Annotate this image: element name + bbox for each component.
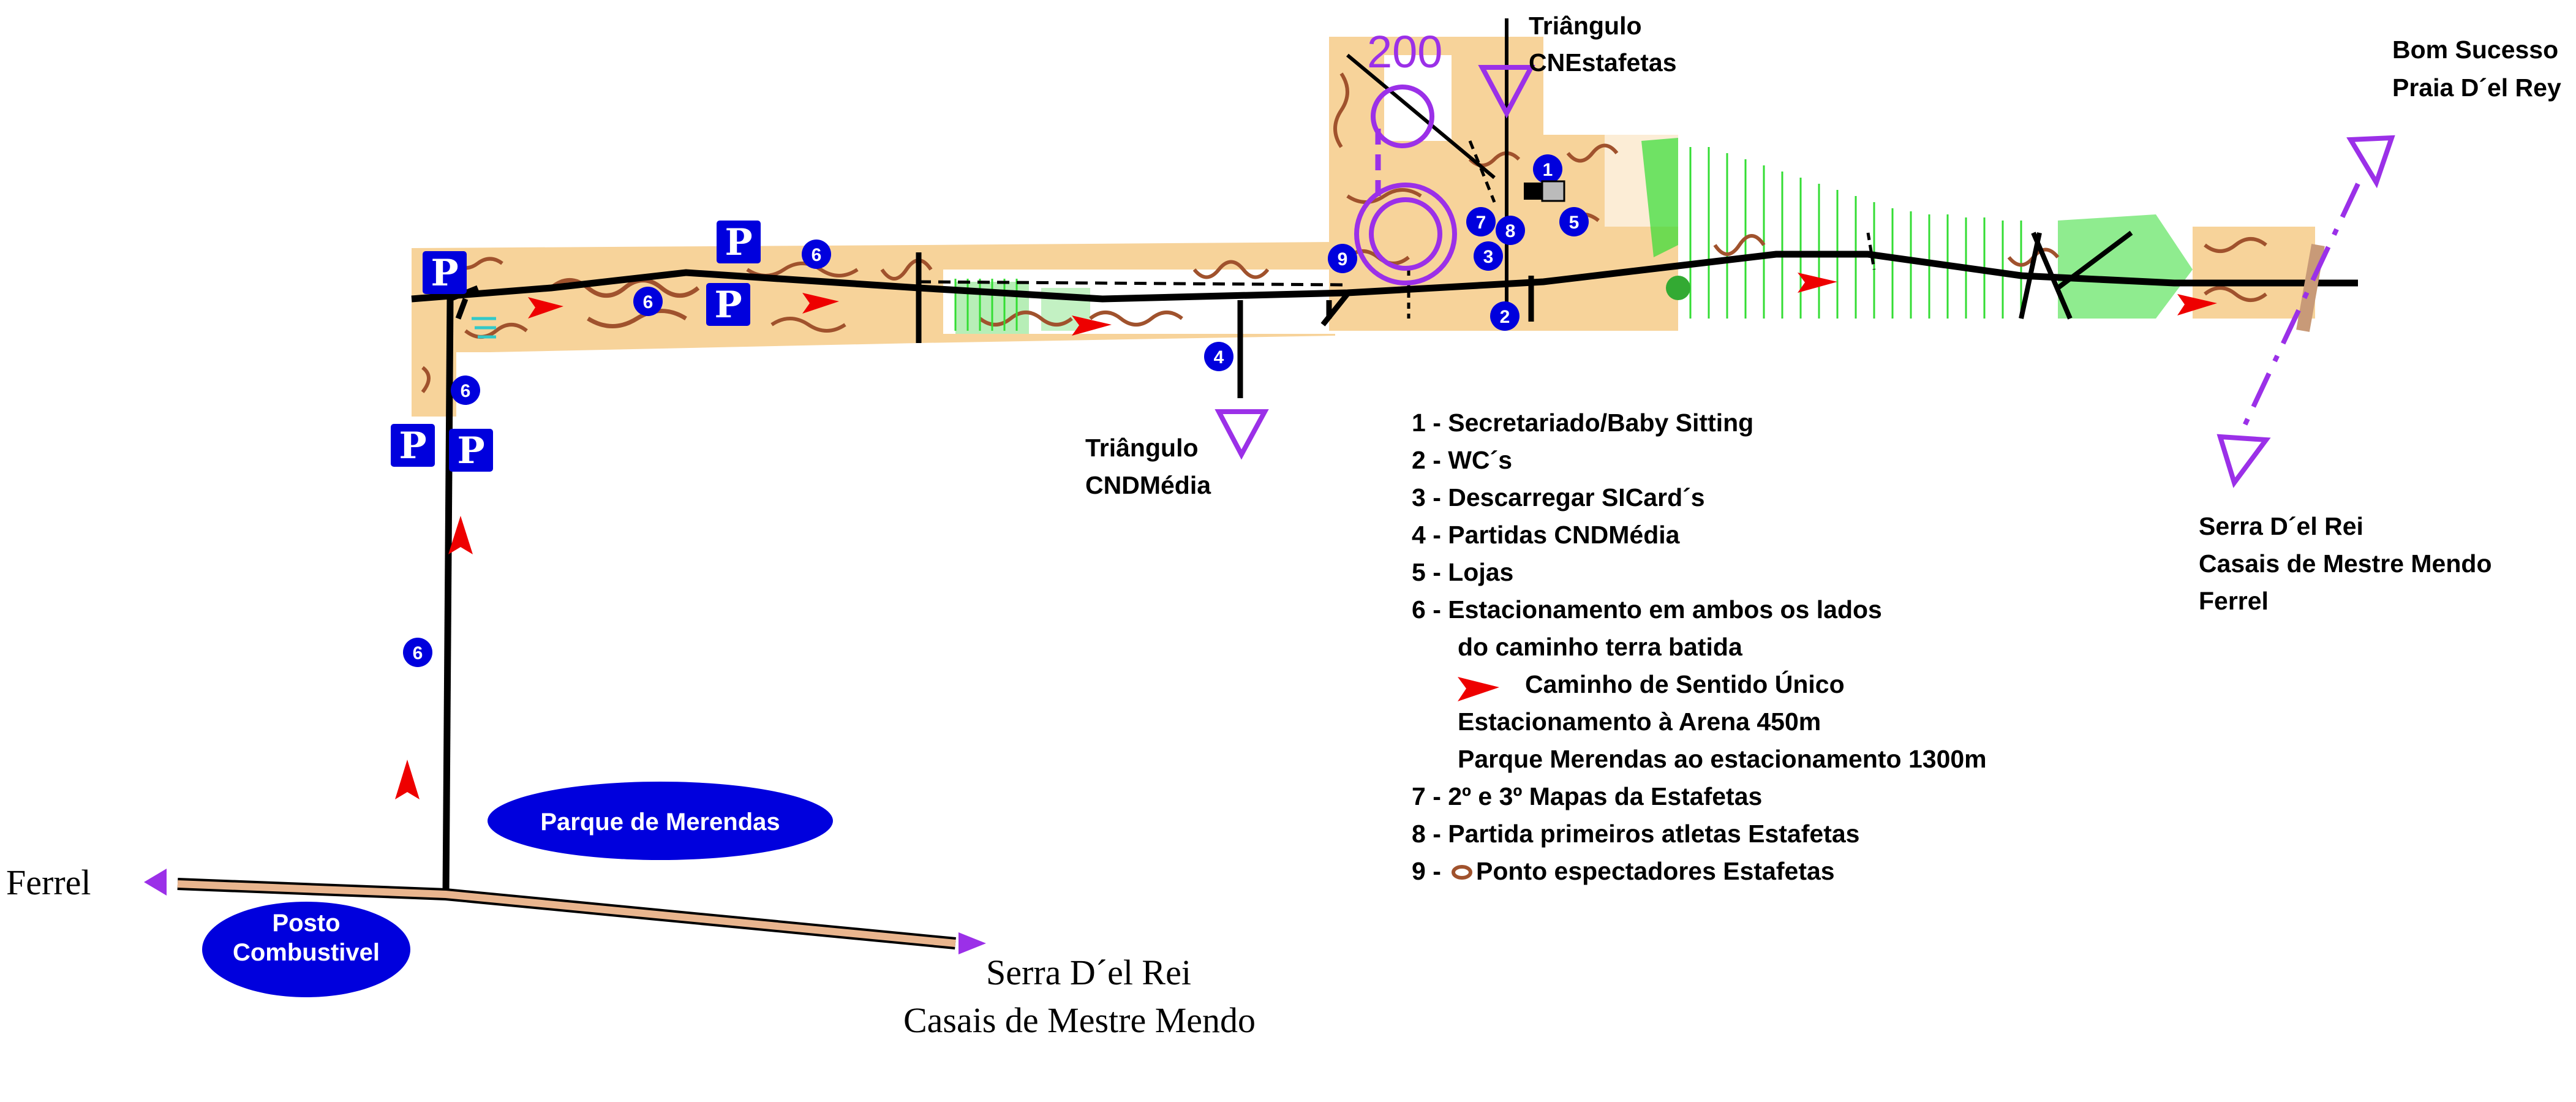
badge-6: 6 [802, 240, 831, 269]
parking-symbols: P P P P P [391, 221, 761, 472]
legend-arena-distance: Estacionamento à Arena 450m [1458, 708, 1821, 736]
one-way-arrow [802, 293, 839, 314]
arrow-to-serra [958, 932, 986, 954]
start-triangle-top-right [2346, 135, 2395, 189]
badge-6: 6 [451, 376, 480, 405]
svg-text:7: 7 [1476, 213, 1486, 233]
svg-text:1: 1 [1543, 160, 1553, 180]
course-overlay: 200 [144, 26, 2395, 954]
dest-label-top-line1: Triângulo [1529, 12, 1642, 40]
one-way-arrows [395, 273, 2217, 799]
control-number: 200 [1367, 26, 1442, 77]
legend-item-2: 2 - WC´s [1412, 446, 1512, 474]
legend: 1 - Secretariado/Baby Sitting 2 - WC´s 3… [1412, 409, 1987, 885]
badge-3: 3 [1474, 241, 1503, 271]
start-triangle-bottom-right [2216, 434, 2271, 488]
one-way-arrow-legend-icon [1458, 677, 1499, 701]
svg-text:3: 3 [1483, 247, 1494, 267]
svg-text:6: 6 [413, 643, 423, 663]
one-way-arrow [2177, 294, 2217, 315]
svg-text:5: 5 [1569, 213, 1580, 233]
legend-item-9-label: Ponto espectadores Estafetas [1476, 857, 1835, 885]
legend-item-5: 5 - Lojas [1412, 558, 1513, 586]
badge-1: 1 [1533, 154, 1562, 184]
badge-4: 4 [1204, 342, 1233, 371]
svg-text:4: 4 [1214, 347, 1224, 368]
finish-circle-outer [1354, 183, 1457, 285]
svg-text:6: 6 [812, 245, 822, 265]
place-markers: Parque de Merendas Posto Combustivel [202, 782, 833, 997]
legend-item-7: 7 - 2º e 3º Mapas da Estafetas [1412, 782, 1762, 810]
svg-text:P: P [457, 429, 484, 472]
spectator-point-icon [1452, 865, 1472, 880]
legend-item-9: 9 - [1412, 857, 1441, 885]
svg-text:2: 2 [1500, 307, 1510, 327]
svg-text:P: P [431, 252, 458, 295]
destination-labels: Triângulo CNEstafetas Triângulo CNDMédia… [6, 12, 2561, 1040]
dest-label-right-line1: Serra D´el Rei [2199, 512, 2363, 540]
dest-label-ferrel: Ferrel [6, 862, 91, 902]
badge-6: 6 [403, 638, 432, 667]
legend-item-8: 8 - Partida primeiros atletas Estafetas [1412, 820, 1859, 848]
picnic-park-marker: Parque de Merendas [488, 782, 833, 860]
start-triangle-cnestafetas [1478, 65, 1535, 119]
svg-text:P: P [399, 425, 426, 467]
fuel-station-marker: Posto Combustivel [202, 902, 410, 997]
road-network [177, 18, 2358, 949]
svg-text:Parque de Merendas: Parque de Merendas [540, 809, 780, 836]
legend-item-6-cont: do caminho terra batida [1458, 633, 1743, 661]
control-circle [1371, 85, 1434, 148]
badge-7: 7 [1466, 207, 1496, 236]
badge-6: 6 [633, 287, 663, 316]
parking-symbol: P [449, 429, 493, 472]
dest-label-mid-line1: Triângulo [1085, 434, 1199, 462]
svg-text:P: P [714, 284, 742, 326]
number-badges: 6 6 6 6 4 9 7 8 3 2 1 5 [403, 154, 1589, 667]
svg-text:6: 6 [461, 381, 471, 401]
parking-symbol: P [706, 283, 750, 326]
parking-symbol: P [391, 424, 435, 467]
dest-label-bottom-line1: Serra D´el Rei [986, 953, 1191, 992]
badge-9: 9 [1328, 244, 1357, 273]
parking-symbol: P [423, 251, 467, 295]
svg-text:Combustivel: Combustivel [233, 939, 380, 966]
start-triangle-cndmedia [1215, 409, 1269, 460]
dest-label-top-line2: CNEstafetas [1529, 48, 1677, 77]
legend-picnic-distance: Parque Merendas ao estacionamento 1300m [1458, 745, 1987, 773]
map-terrain-right [1641, 138, 2327, 322]
parking-symbol: P [717, 221, 761, 264]
legend-item-3: 3 - Descarregar SICard´s [1412, 483, 1705, 511]
badge-5: 5 [1559, 207, 1589, 236]
one-way-arrow [448, 516, 473, 554]
dest-label-topright-line2: Praia D´el Rey [2392, 74, 2561, 102]
dest-label-right-line3: Ferrel [2199, 587, 2269, 615]
svg-text:P: P [725, 221, 752, 264]
dest-label-right-line2: Casais de Mestre Mendo [2199, 549, 2492, 578]
dest-label-topright-line1: Bom Sucesso [2392, 36, 2558, 64]
one-way-arrow [528, 297, 563, 319]
svg-text:8: 8 [1505, 221, 1516, 241]
dest-label-bottom-line2: Casais de Mestre Mendo [903, 1000, 1256, 1040]
one-way-arrow [395, 760, 420, 799]
dest-label-mid-line2: CNDMédia [1085, 471, 1211, 499]
map-terrain-left [412, 242, 1335, 417]
building-icon [1541, 180, 1565, 202]
badge-8: 8 [1496, 216, 1525, 245]
svg-text:Posto: Posto [272, 910, 340, 937]
svg-text:6: 6 [643, 292, 653, 312]
legend-item-1: 1 - Secretariado/Baby Sitting [1412, 409, 1753, 437]
one-way-arrow [1798, 273, 1837, 293]
legend-item-4: 4 - Partidas CNDMédia [1412, 521, 1681, 549]
one-way-arrow [1072, 315, 1112, 336]
finish-circle-inner [1369, 197, 1442, 271]
legend-item-6: 6 - Estacionamento em ambos os lados [1412, 595, 1882, 624]
arrow-to-ferrel [144, 869, 167, 896]
legend-one-way: Caminho de Sentido Único [1525, 670, 1845, 698]
badge-2: 2 [1490, 301, 1520, 331]
svg-text:9: 9 [1338, 249, 1348, 270]
